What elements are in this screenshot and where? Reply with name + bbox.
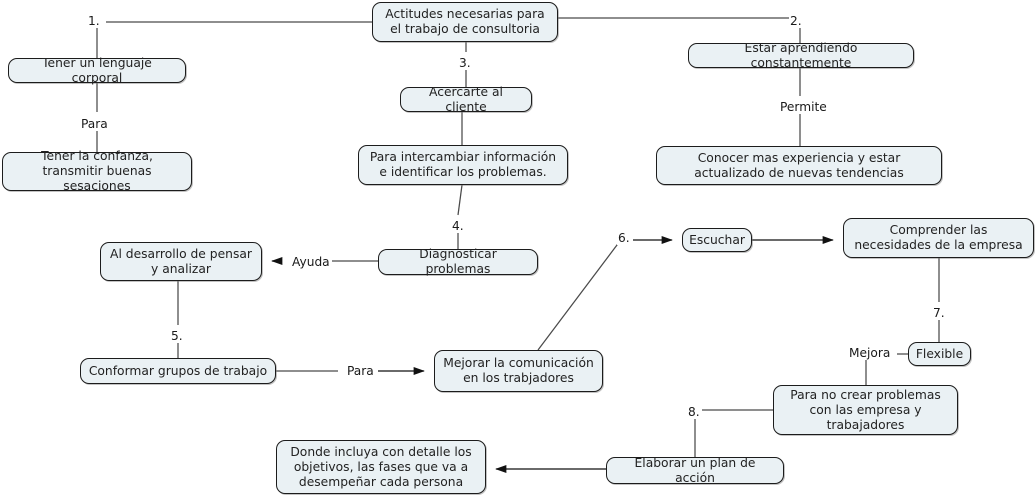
node-para-intercambiar-informacion[interactable]: Para intercambiar información e identifi…	[358, 145, 568, 185]
edge-label-permite: Permite	[778, 100, 829, 114]
node-al-desarrollo-de-pensar[interactable]: Al desarrollo de pensar y analizar	[100, 242, 262, 281]
edge-intercambiar-to-diagnosticar	[457, 184, 463, 216]
node-label: Para intercambiar información e identifi…	[369, 150, 557, 179]
node-label: Tener un lenguaje corporal	[42, 55, 152, 85]
edge-number-7: 7.	[932, 306, 946, 320]
edge-number-3: 3.	[458, 56, 472, 70]
node-comprender-las-necesidades[interactable]: Comprender las necesidades de la empresa	[843, 218, 1034, 258]
node-conformar-grupos-de-trabajo[interactable]: Conformar grupos de trabajo	[80, 358, 276, 384]
node-label: Comprender las necesidades de la empresa	[854, 223, 1023, 252]
edge-number-6: 6.	[617, 231, 631, 245]
node-label: Mejorar la comunicación en los trabjador…	[443, 356, 594, 385]
node-label: Conformar grupos de trabajo	[88, 363, 268, 378]
edge-number-1: 1.	[87, 14, 101, 28]
edge-number-2: 2.	[789, 14, 803, 28]
node-donde-incluya-con-detalle[interactable]: Donde incluya con detalle los objetivos,…	[276, 440, 486, 494]
node-label: Conocer mas experiencia y estar actualiz…	[694, 150, 904, 180]
edge-number-8: 8.	[687, 405, 701, 419]
node-conocer-mas-experiencia[interactable]: Conocer mas experiencia y estar actualiz…	[656, 146, 942, 185]
node-label: Donde incluya con detalle los objetivos,…	[290, 444, 472, 489]
node-label: Diagnosticar problemas	[419, 247, 497, 276]
node-tener-lenguaje-corporal[interactable]: Tener un lenguaje corporal	[8, 55, 186, 85]
node-label: Actitudes necesarias para el trabajo de …	[385, 7, 545, 36]
node-para-no-crear-problemas[interactable]: Para no crear problemas con las empresa …	[773, 385, 958, 435]
node-label: Elaborar un plan de acción	[634, 455, 756, 485]
node-label: Estar aprendiendo constantemente	[744, 40, 858, 70]
node-flexible[interactable]: Flexible	[908, 342, 971, 366]
node-label: Acercarte al cliente	[429, 84, 503, 114]
edge-mejorar-to-escuchar-diag	[537, 240, 621, 351]
node-label: Escuchar	[689, 232, 745, 247]
node-label: Flexible	[915, 346, 964, 361]
node-tener-la-confanza[interactable]: Tener la confanza, transmitir buenas ses…	[2, 149, 192, 193]
edge-number-4: 4.	[451, 219, 465, 233]
node-elaborar-un-plan-de-accion[interactable]: Elaborar un plan de acción	[606, 455, 784, 485]
edge-label-para-mejorar: Para	[345, 364, 376, 378]
node-estar-aprendiendo-constantemente[interactable]: Estar aprendiendo constantemente	[688, 40, 914, 70]
node-mejorar-la-comunicacion[interactable]: Mejorar la comunicación en los trabjador…	[434, 350, 603, 392]
edge-label-mejora: Mejora	[847, 346, 893, 360]
node-diagnosticar-problemas[interactable]: Diagnosticar problemas	[378, 247, 538, 276]
node-label: Para no crear problemas con las empresa …	[790, 387, 941, 432]
edge-number-5: 5.	[170, 329, 184, 343]
node-escuchar[interactable]: Escuchar	[682, 228, 752, 252]
node-acercarte-al-cliente[interactable]: Acercarte al cliente	[400, 84, 532, 114]
node-actitudes-necesarias[interactable]: Actitudes necesarias para el trabajo de …	[372, 2, 558, 42]
edge-label-para-confanza: Para	[79, 117, 110, 131]
node-label: Tener la confanza, transmitir buenas ses…	[41, 149, 153, 193]
node-label: Al desarrollo de pensar y analizar	[110, 246, 252, 276]
edge-label-ayuda: Ayuda	[290, 255, 332, 269]
